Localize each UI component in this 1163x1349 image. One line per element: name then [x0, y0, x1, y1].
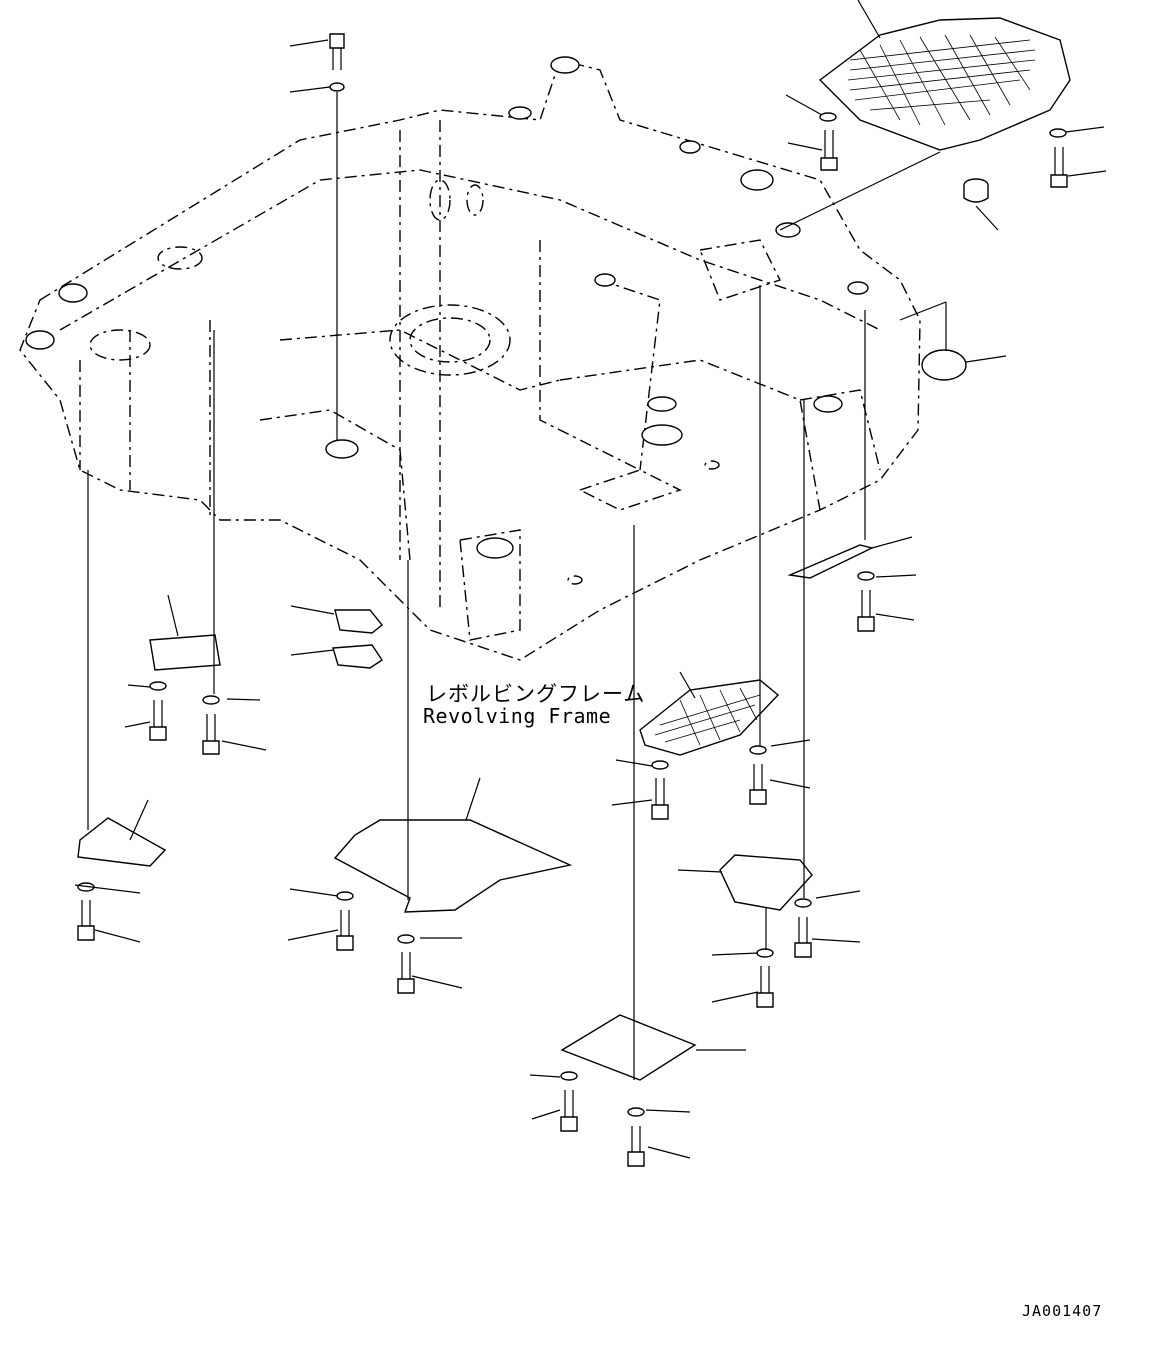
cover-plates — [77, 544, 875, 1081]
caption-japanese: レボルビングフレーム — [426, 682, 646, 706]
leader-lines — [74, 0, 1107, 1159]
revolving-frame-outline — [19, 59, 921, 661]
frame-solid-components — [25, 56, 869, 559]
mesh-cover-top-right — [818, 17, 1071, 203]
mesh-cover-lower-right — [639, 679, 780, 756]
caption-english: Revolving Frame — [423, 704, 612, 728]
drawing-id: JA001407 — [1022, 1302, 1103, 1320]
bolts-and-washers — [77, 33, 1068, 1167]
